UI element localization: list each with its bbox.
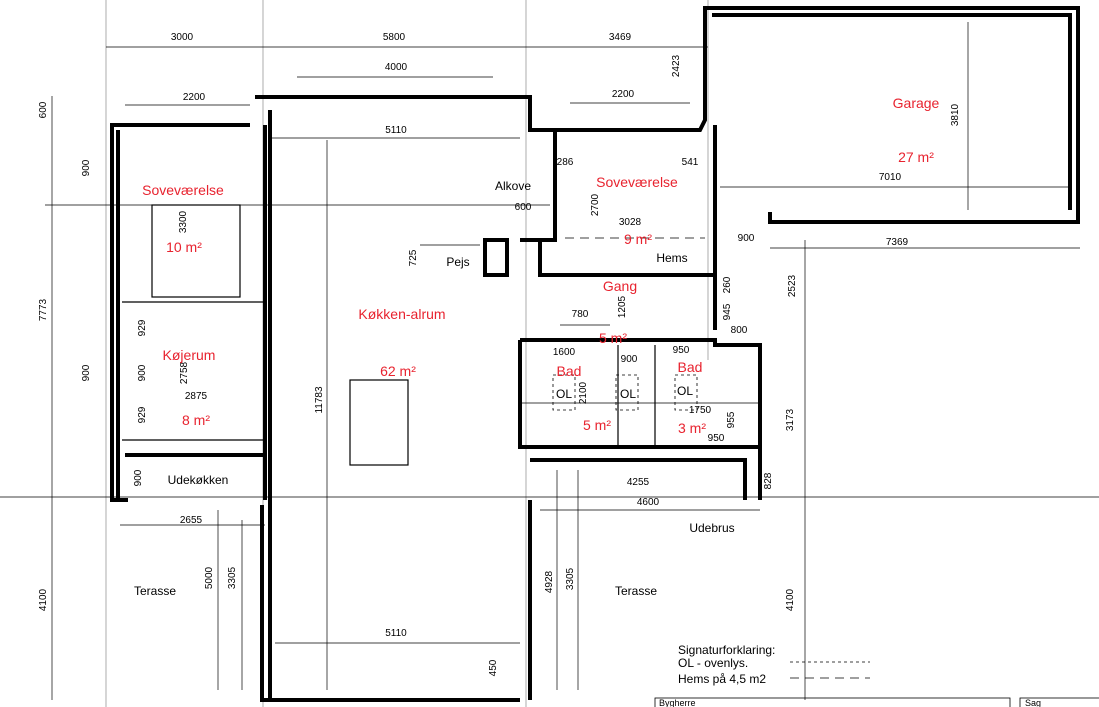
- room-area: 8 m²: [182, 412, 210, 428]
- dim: 900: [81, 364, 92, 381]
- dim: 4928: [544, 570, 555, 593]
- dim: 4100: [785, 588, 796, 611]
- room-area: 5 m²: [583, 417, 611, 433]
- room-name: Soveværelse: [596, 174, 678, 190]
- legend-item-hems: Hems på 4,5 m2: [678, 672, 766, 686]
- room-area: 10 m²: [166, 239, 202, 255]
- dim: 2423: [671, 54, 682, 77]
- dim: 725: [408, 249, 419, 266]
- room-area: 62 m²: [380, 363, 416, 379]
- room-area: 27 m²: [898, 149, 934, 165]
- dim: 800: [731, 325, 748, 336]
- dim: 450: [488, 659, 499, 676]
- room-name: Bad: [678, 359, 703, 375]
- dim: 2100: [578, 381, 589, 404]
- dim: 600: [515, 202, 532, 213]
- room-name: Køkken-alrum: [358, 306, 445, 322]
- title-block-project: [1019, 697, 1099, 707]
- dim: 286: [557, 157, 574, 168]
- dim: 7010: [879, 172, 902, 183]
- room-area: 5 m²: [599, 330, 627, 346]
- dim: 4000: [385, 62, 408, 73]
- dim: 1600: [553, 347, 576, 358]
- room-labels: Soveværelse 10 m² Soveværelse 9 m² Garag…: [142, 95, 939, 436]
- label-pejs: Pejs: [446, 255, 469, 269]
- dim: 2655: [180, 515, 203, 526]
- dim: 2875: [185, 391, 208, 402]
- dim: 600: [38, 101, 49, 118]
- dim: 7773: [38, 298, 49, 321]
- title-block-project-label: Sag: [1025, 698, 1041, 707]
- room-name: Gang: [603, 278, 637, 294]
- room-name: Køjerum: [163, 347, 216, 363]
- dim: 3305: [227, 566, 238, 589]
- dim: 900: [621, 354, 638, 365]
- dim: 2758: [179, 361, 190, 384]
- dim: 929: [137, 319, 148, 336]
- dim: 2200: [183, 92, 206, 103]
- dim: 900: [81, 159, 92, 176]
- dim: 945: [722, 303, 733, 320]
- label-terasse-left: Terasse: [134, 584, 176, 598]
- dim: 900: [137, 364, 148, 381]
- room-name: Bad: [557, 363, 582, 379]
- dim: 3810: [950, 103, 961, 126]
- legend: Signaturforklaring: OL - ovenlys. Hems p…: [678, 643, 775, 686]
- area-labels: Alkove Pejs Hems Udekøkken Udebrus Teras…: [134, 179, 735, 598]
- dim: 260: [722, 276, 733, 293]
- label-alkove: Alkove: [495, 179, 531, 193]
- label-skylight: OL: [620, 387, 636, 401]
- title-block-client-label: Bygherre: [659, 698, 696, 707]
- dim: 3000: [171, 32, 194, 43]
- dim: 5110: [385, 628, 407, 639]
- dim: 3173: [785, 408, 796, 431]
- title-block-client: [654, 697, 1011, 707]
- dim: 828: [763, 472, 774, 489]
- label-skylight: OL: [556, 387, 572, 401]
- dim: 5800: [383, 32, 406, 43]
- label-udekokken: Udekøkken: [168, 473, 229, 487]
- dim: 900: [738, 233, 755, 244]
- dim: 950: [673, 345, 690, 356]
- dim: 541: [682, 157, 699, 168]
- dim: 1205: [617, 295, 628, 318]
- dim: 3469: [609, 32, 632, 43]
- label-skylight: OL: [677, 384, 693, 398]
- dim: 5110: [385, 125, 407, 136]
- dim: 2523: [787, 274, 798, 297]
- dim: 4100: [38, 588, 49, 611]
- dim: 4600: [637, 497, 660, 508]
- dim: 929: [137, 406, 148, 423]
- dim: 3305: [565, 567, 576, 590]
- dim: 3300: [178, 210, 189, 233]
- label-udebrus: Udebrus: [689, 521, 734, 535]
- dim: 2700: [590, 193, 601, 216]
- dim: 5000: [204, 566, 215, 589]
- dim: 7369: [886, 237, 909, 248]
- label-hems: Hems: [656, 251, 687, 265]
- dim: 3028: [619, 217, 642, 228]
- room-name: Soveværelse: [142, 182, 224, 198]
- label-terasse-right: Terasse: [615, 584, 657, 598]
- room-area: 9 m²: [624, 231, 652, 247]
- room-area: 3 m²: [678, 420, 706, 436]
- walls: [110, 6, 1080, 702]
- dim: 900: [133, 469, 144, 486]
- dim: 1750: [689, 405, 712, 416]
- room-name: Garage: [893, 95, 940, 111]
- dim: 780: [572, 309, 589, 320]
- legend-item-ol: OL - ovenlys.: [678, 656, 748, 670]
- dim: 4255: [627, 477, 650, 488]
- dim: 955: [726, 411, 737, 428]
- dim: 2200: [612, 89, 635, 100]
- dimension-labels: 3000 5800 3469 4000 2200 2200 600 2423 5…: [38, 32, 961, 676]
- dim: 950: [708, 433, 725, 444]
- legend-title: Signaturforklaring:: [678, 643, 775, 657]
- dim: 11783: [314, 386, 325, 414]
